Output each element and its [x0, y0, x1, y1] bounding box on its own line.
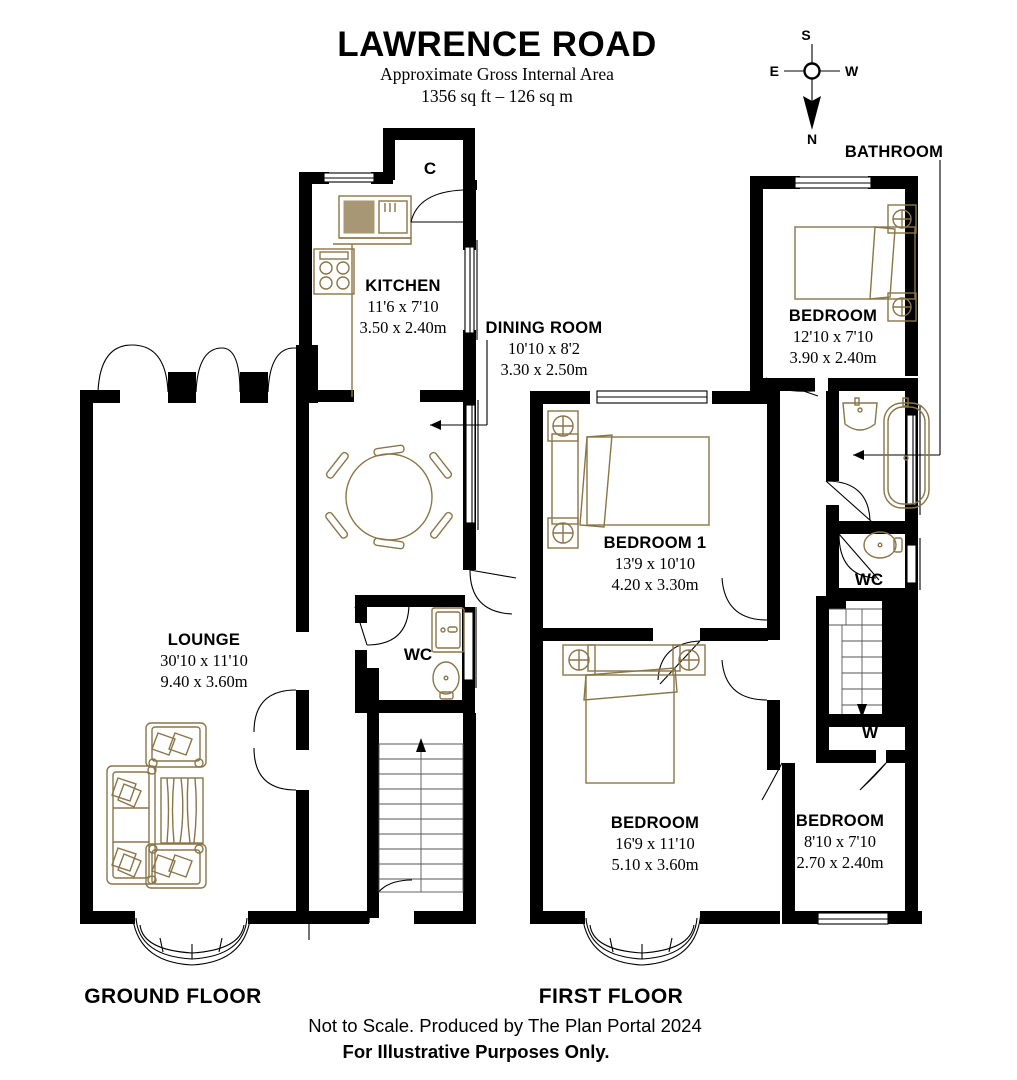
room-dim-imperial-bedroom-1: 13'9 x 10'10 — [615, 554, 695, 573]
room-dim-imperial-dining-room: 10'10 x 8'2 — [508, 339, 580, 358]
room-label-bedroom-small: BEDROOM — [796, 812, 884, 830]
room-dim-metric-lounge: 9.40 x 3.60m — [160, 672, 247, 691]
room-label-bedroom-rear: BEDROOM — [789, 307, 877, 325]
room-dim-imperial-lounge: 30'10 x 11'10 — [160, 651, 248, 670]
wardrobe-tag: W — [862, 723, 879, 742]
area-subtitle-line1: Approximate Gross Internal Area — [380, 64, 614, 84]
footer-line-1: Not to Scale. Produced by The Plan Porta… — [308, 1015, 702, 1036]
first-floor-plan: BATHROOM BEDROOM 12'10 x 7'10 3.90 x 2.4… — [530, 143, 943, 966]
room-label-kitchen: KITCHEN — [365, 277, 440, 295]
compass-label-s: S — [801, 27, 810, 43]
first-floor-staircase — [829, 608, 882, 718]
ground-floor-wc-fittings — [431, 607, 465, 700]
bathroom-fittings — [842, 397, 930, 509]
cupboard-tag: C — [424, 159, 436, 178]
bed-front-bedroom — [562, 644, 706, 784]
bed-bedroom-1 — [547, 410, 710, 549]
room-dim-metric-bedroom-rear: 3.90 x 2.40m — [789, 348, 876, 367]
first-floor-walls — [530, 160, 941, 966]
first-floor-wc-tag: WC — [855, 570, 883, 589]
room-label-lounge: LOUNGE — [168, 631, 240, 649]
kitchen-fittings — [313, 189, 464, 397]
room-dim-metric-kitchen: 3.50 x 2.40m — [359, 318, 446, 337]
area-subtitle-line2: 1356 sq ft – 126 sq m — [421, 86, 573, 106]
ground-floor-walls — [80, 128, 517, 966]
room-dim-metric-dining-room: 3.30 x 2.50m — [500, 360, 587, 379]
room-dim-imperial-bedroom-small: 8'10 x 7'10 — [804, 832, 876, 851]
bathroom-tag: BATHROOM — [845, 143, 943, 161]
compass-label-w: W — [845, 63, 859, 79]
room-dim-imperial-kitchen: 11'6 x 7'10 — [367, 297, 438, 316]
page-title: LAWRENCE ROAD — [337, 25, 657, 64]
compass-rose: S E W N — [770, 27, 859, 147]
compass-label-n: N — [807, 131, 817, 147]
room-dim-metric-bedroom-1: 4.20 x 3.30m — [611, 575, 698, 594]
compass-label-e: E — [770, 63, 779, 79]
ground-floor-plan: C KITCHEN 11'6 x 7'10 3.50 x 2.40m DININ… — [80, 128, 603, 966]
ground-floor-staircase — [378, 738, 464, 893]
first-floor-caption: FIRST FLOOR — [539, 985, 683, 1008]
footer-line-2: For Illustrative Purposes Only. — [343, 1041, 610, 1062]
ground-floor-wc-tag: WC — [404, 645, 432, 664]
room-dim-imperial-bedroom-front: 16'9 x 11'10 — [615, 834, 695, 853]
lounge-furniture — [106, 722, 207, 889]
ground-floor-caption: GROUND FLOOR — [84, 985, 261, 1008]
dining-table-and-chairs — [325, 444, 453, 550]
room-dim-metric-bedroom-small: 2.70 x 2.40m — [796, 853, 883, 872]
bed-rear-bedroom — [794, 204, 917, 322]
room-label-bedroom-1: BEDROOM 1 — [604, 534, 707, 552]
room-dim-metric-bedroom-front: 5.10 x 3.60m — [611, 855, 698, 874]
first-floor-wc-fittings — [863, 531, 903, 559]
room-dim-imperial-bedroom-rear: 12'10 x 7'10 — [793, 327, 873, 346]
room-label-bedroom-front: BEDROOM — [611, 814, 699, 832]
room-label-dining-room: DINING ROOM — [486, 319, 603, 337]
